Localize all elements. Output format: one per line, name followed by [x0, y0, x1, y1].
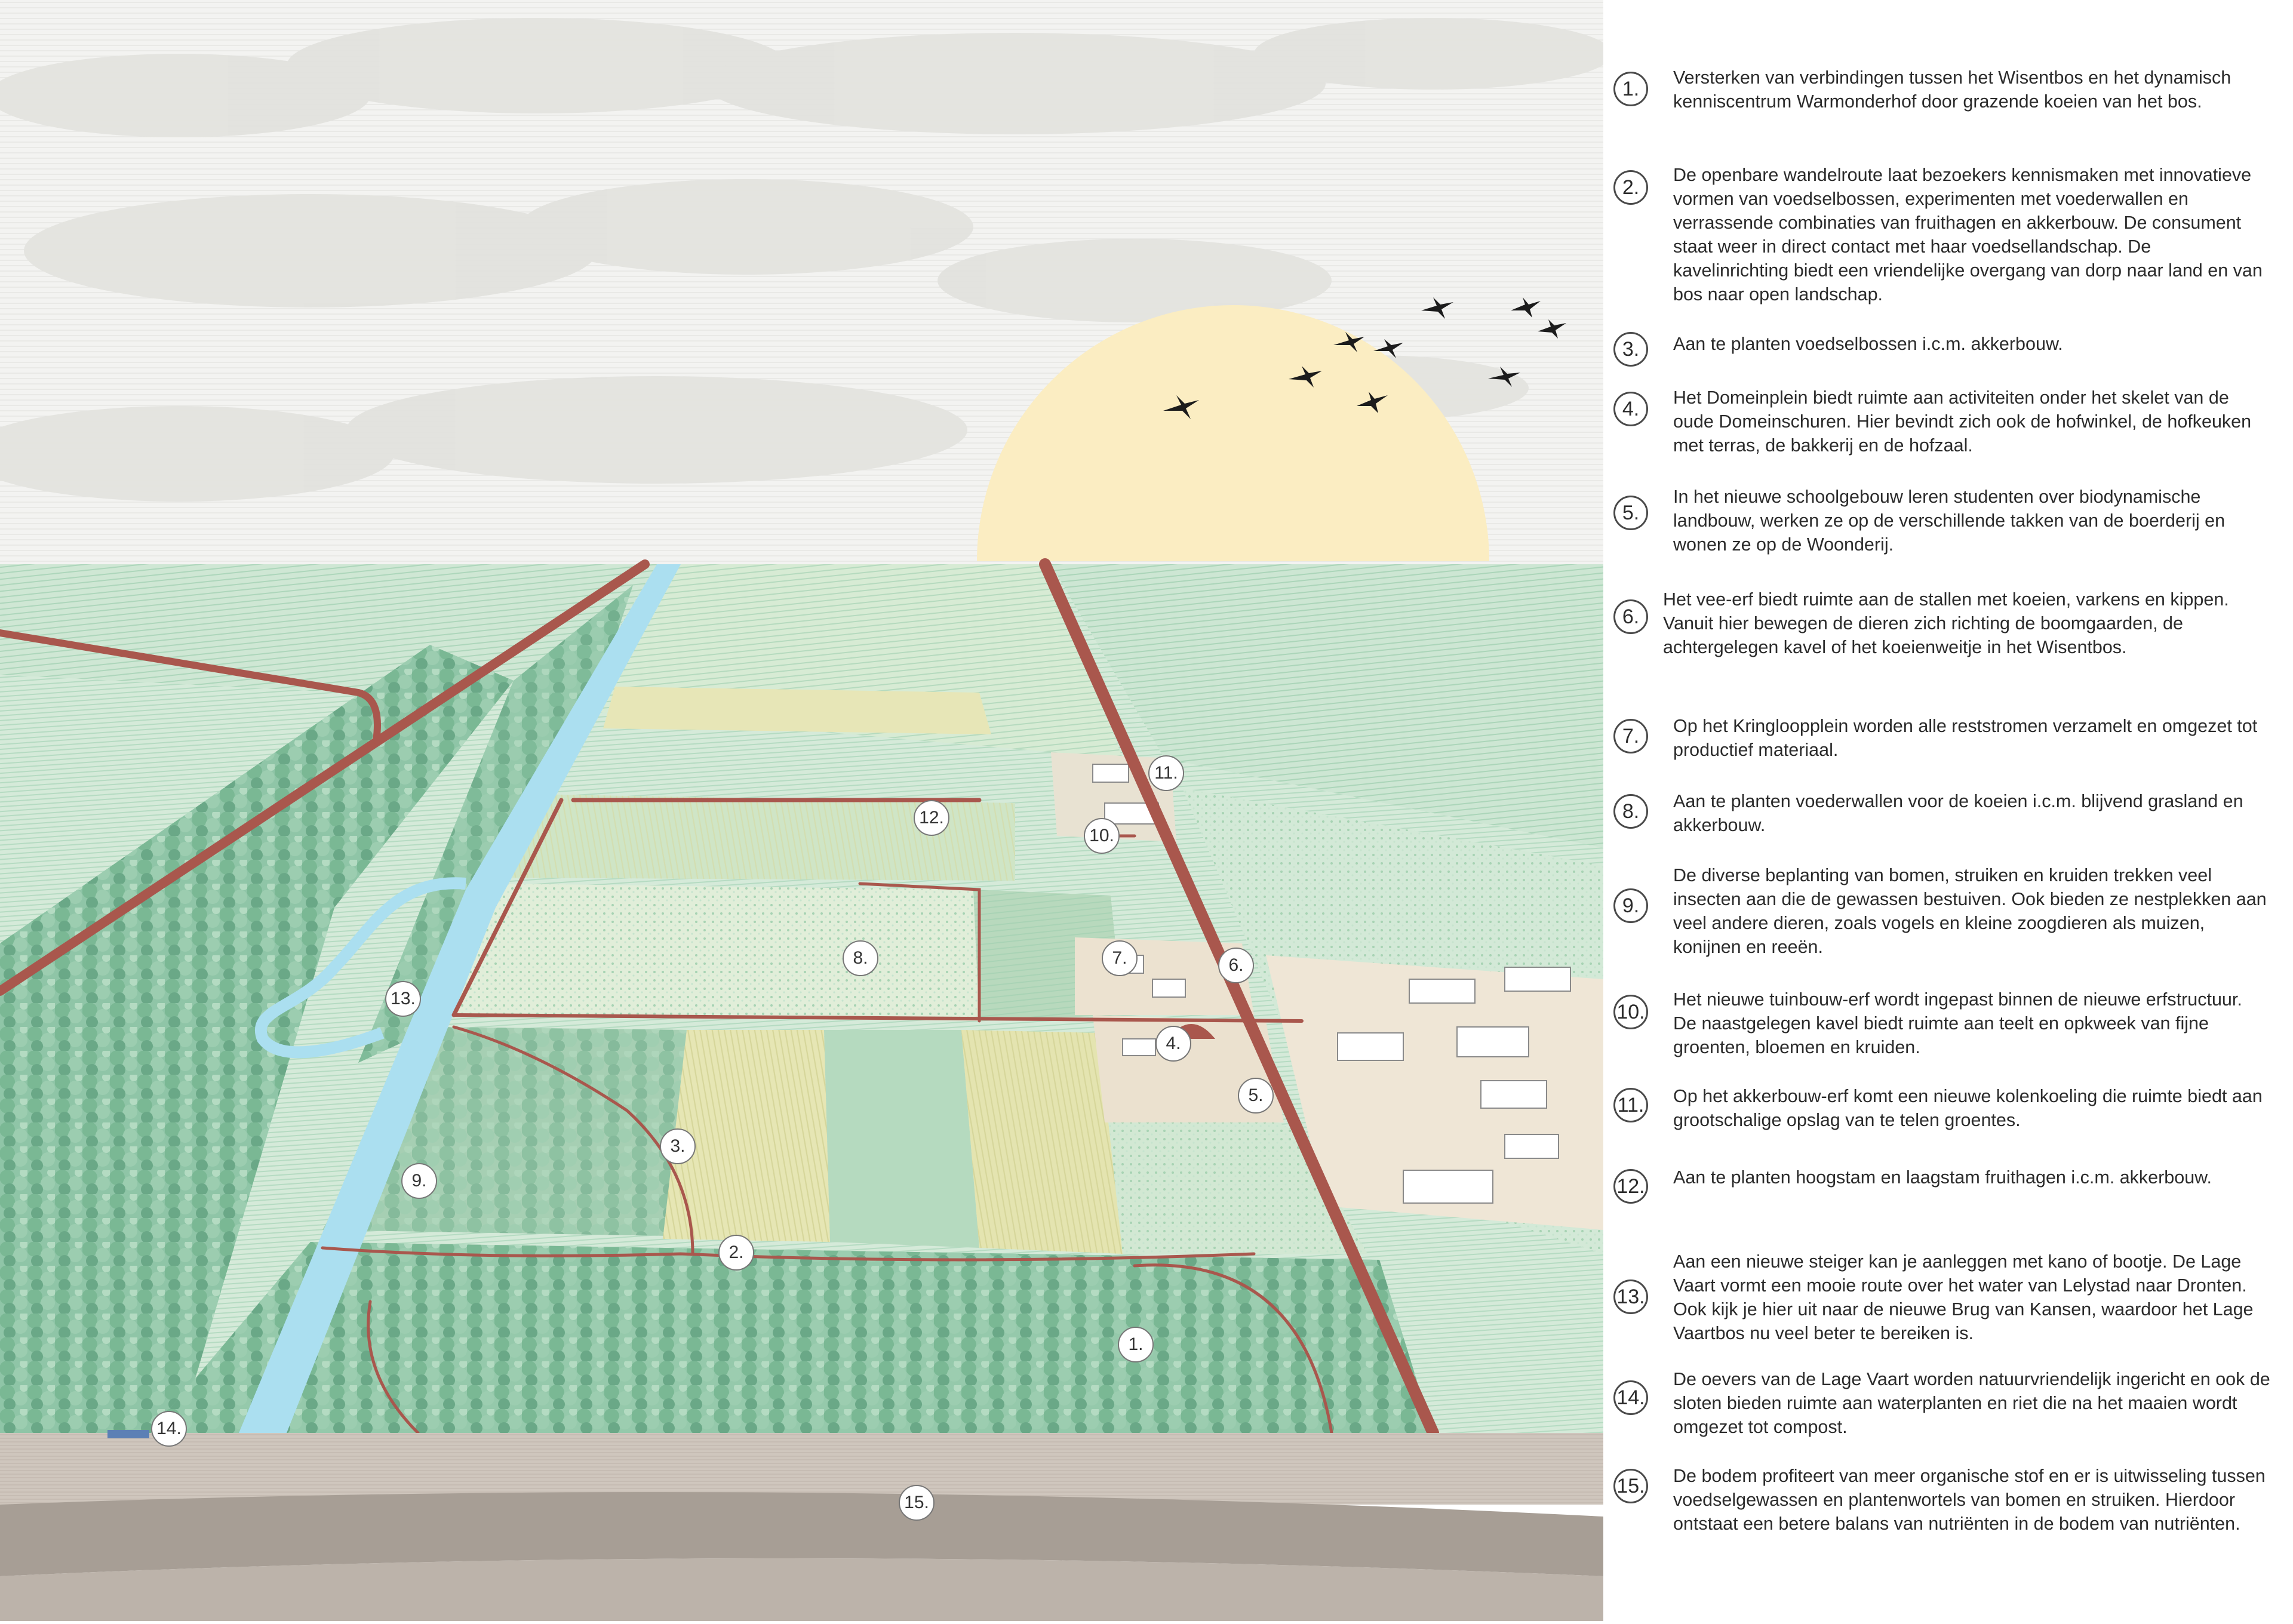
legend-text: Aan te planten hoogstam en laagstam frui…	[1673, 1167, 2212, 1188]
map-marker-5: 5.	[1238, 1078, 1274, 1114]
map-marker-6: 6.	[1218, 948, 1254, 983]
roads	[0, 558, 1439, 1439]
legend-number: 10.	[1613, 995, 1648, 1029]
legend-number: 13.	[1613, 1279, 1648, 1314]
legend-text: De diverse beplanting van bomen, struike…	[1673, 865, 2267, 957]
buildings	[1092, 764, 1571, 1204]
legend-number: 4.	[1613, 392, 1648, 426]
legend-text: Aan te planten voedselbossen i.c.m. akke…	[1673, 334, 2063, 354]
legend-panel: 1. Versterken van verbindingen tussen he…	[1603, 0, 2293, 1621]
map-marker-9: 9.	[401, 1163, 437, 1199]
map-marker-1: 1.	[1118, 1327, 1154, 1362]
canal-lage-vaart	[239, 564, 681, 1433]
legend-number: 15.	[1613, 1469, 1648, 1503]
legend-text: Op het akkerbouw-erf komt een nieuwe kol…	[1673, 1086, 2263, 1130]
soil-middle	[0, 1492, 1603, 1576]
birds	[1163, 297, 1566, 419]
legend-text: De openbare wandelroute laat bezoekers k…	[1673, 165, 2263, 304]
map-marker-4: 4.	[1155, 1026, 1191, 1062]
legend-text: De bodem profiteert van meer organische …	[1673, 1466, 2266, 1534]
clouds	[0, 18, 1612, 502]
legend-text: Het vee-erf biedt ruimte aan de stallen …	[1663, 589, 2229, 657]
plot-yellow-top	[603, 687, 991, 734]
map-marker-13: 13.	[385, 981, 421, 1017]
stream-meander	[254, 877, 466, 1059]
map-marker-7: 7.	[1102, 940, 1138, 976]
legend-text: Op het Kringloopplein worden alle restst…	[1673, 716, 2258, 760]
yard-right	[1266, 955, 1603, 1230]
legend-number: 14.	[1613, 1380, 1648, 1415]
legend-number: 7.	[1613, 719, 1648, 753]
legend-number: 2.	[1613, 170, 1648, 205]
legend-text: Versterken van verbindingen tussen het W…	[1673, 67, 2231, 112]
legend-number: 3.	[1613, 332, 1648, 367]
legend-number: 6.	[1613, 599, 1648, 634]
map-marker-8: 8.	[843, 940, 878, 976]
legend-number: 1.	[1613, 72, 1648, 106]
legend-number: 12.	[1613, 1169, 1648, 1204]
legend-number: 11.	[1613, 1088, 1648, 1122]
legend-text: Het nieuwe tuinbouw-erf wordt ingepast b…	[1673, 989, 2242, 1057]
legend-number: 8.	[1613, 794, 1648, 829]
legend-text: In het nieuwe schoolgebouw leren student…	[1673, 487, 2226, 555]
legend-text: Aan een nieuwe steiger kan je aanleggen …	[1673, 1251, 2254, 1343]
legend-text: De oevers van de Lage Vaart worden natuu…	[1673, 1369, 2270, 1437]
map-marker-11: 11.	[1148, 755, 1184, 791]
soil-bottom	[0, 1558, 1603, 1621]
map-marker-3: 3.	[660, 1128, 696, 1164]
sun	[977, 305, 1489, 561]
legend-number: 5.	[1613, 496, 1648, 530]
legend-number: 9.	[1613, 888, 1648, 923]
legend-text: Het Domeinplein biedt ruimte aan activit…	[1673, 387, 2252, 456]
map-marker-2: 2.	[718, 1235, 754, 1271]
legend-text: Aan te planten voederwallen voor de koei…	[1673, 791, 2243, 835]
map-marker-12: 12.	[914, 800, 949, 836]
plot-green-mid	[824, 1030, 979, 1248]
map-marker-10: 10.	[1084, 818, 1120, 854]
map-marker-14: 14.	[151, 1411, 187, 1447]
map-marker-15: 15.	[899, 1485, 935, 1521]
landscape-illustration: 1. 2. 3. 4. 5. 6. 7. 8. 9. 10. 11. 12. 1…	[0, 0, 1612, 1621]
